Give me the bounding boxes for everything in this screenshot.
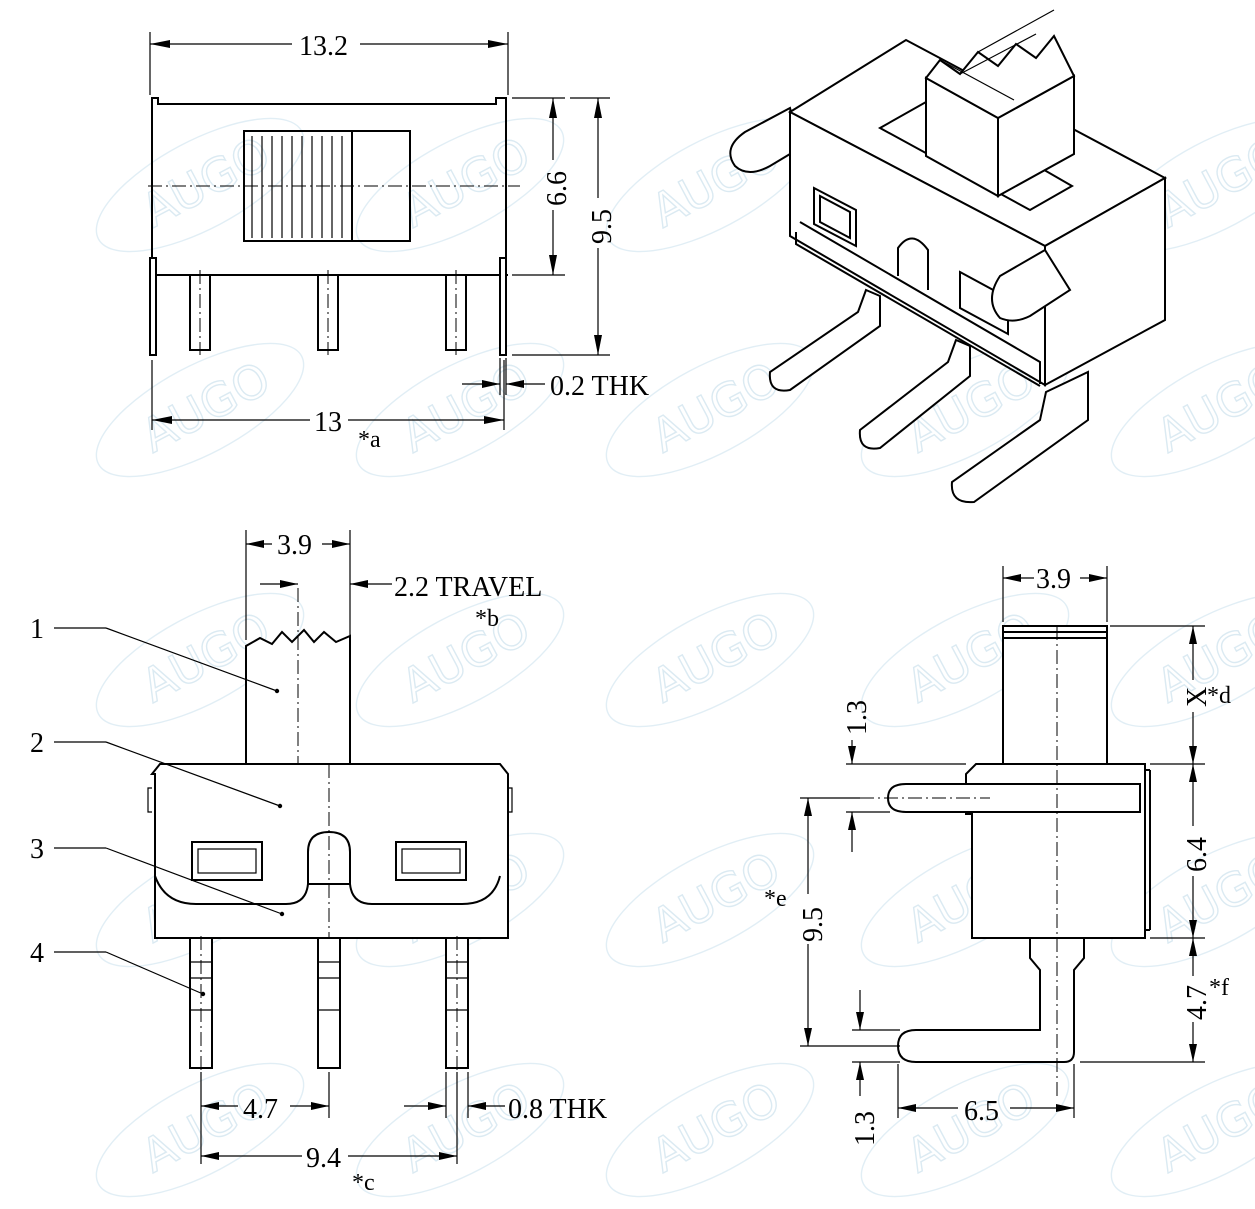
top-view-left-tab [149,257,157,356]
side-pin [896,937,1085,1063]
dim-side-tab-span-9-5: 9.5 *e [764,797,900,1047]
dim-label: 3.9 [277,530,312,561]
top-view: 13.2 6.6 9.5 [148,31,649,453]
front-body [149,763,509,939]
dim-label: 6.6 [542,171,573,206]
isometric-view [729,9,1168,504]
iso-pin-left-tab [729,106,802,173]
front-body-inner-edge [154,852,501,905]
dim-front-actuator-3-9: 3.9 [245,530,351,640]
dim-note: *d [1207,683,1231,709]
dim-side-actuator-3-9: 3.9 [1002,564,1108,622]
dim-label: 4.7 [1182,985,1213,1020]
dim-label: 9.4 [306,1143,341,1174]
callout-label: 3 [30,834,44,865]
dim-top-total-height-9-5: 9.5 [512,97,618,356]
dim-top-body-width-13: 13 *a [151,360,505,453]
iso-tab-right [991,248,1072,322]
dim-side-body-height-6-4: 6.4 [1150,764,1213,939]
dim-label: X [1182,687,1213,707]
iso-pin-2 [858,338,971,450]
side-actuator [1002,625,1108,765]
dim-top-thickness: 0.2 THK [462,358,649,402]
dim-label: 6.5 [964,1096,999,1127]
dim-front-pitch-4-7: 4.7 [200,1072,330,1164]
dim-label: 1.3 [842,700,873,735]
callout-label: 1 [30,614,44,645]
iso-pin-1 [768,288,881,392]
dim-front-travel: 2.2 TRAVEL *b [260,572,542,632]
dim-side-pin-depth-4-7: 4.7 *f [1080,938,1229,1063]
dim-side-tab-offset-1-3: 1.3 [842,700,966,852]
front-pin [445,936,469,1072]
callout-4: 4 [30,938,206,997]
watermark-text: AUGO [393,351,539,463]
watermark-text: AUGO [133,351,279,463]
iso-right-face [1044,176,1166,387]
dim-side-actuator-height-x: X *d [1110,625,1231,765]
front-pin [317,937,341,1069]
watermark-text: AUGO [133,126,279,238]
dim-top-width-13-2: 13.2 [149,31,509,95]
dim-label: 3.9 [1036,564,1071,595]
callout-label: 4 [30,938,44,969]
iso-window-left [813,186,857,248]
iso-center-notch [897,237,929,290]
dim-note: *a [358,427,381,453]
watermark-text: AUGO [393,126,539,238]
watermark-text: AUGO [643,601,789,713]
top-view-body-outline [151,97,507,275]
front-window-right [395,841,467,881]
watermark-text: AUGO [133,1071,279,1183]
dim-top-body-height-6-6: 6.6 [512,97,573,276]
dim-label: 9.5 [798,907,829,942]
watermark-text: AUGO [393,1071,539,1183]
front-view: 3.9 2.2 TRAVEL *b 1 2 3 [30,530,607,1196]
dim-note: *f [1209,975,1229,1001]
dim-label: 0.2 THK [550,371,649,402]
top-view-slider-knob [243,131,353,241]
watermark-text: AUGO [643,1071,789,1183]
dim-note: *e [764,886,787,912]
iso-pin-3 [950,370,1089,504]
callout-3: 3 [30,834,285,917]
front-pin [189,936,213,1072]
iso-window-right [959,270,1009,336]
dim-note: *c [352,1170,375,1196]
dim-front-pin-span-9-4: 9.4 *c [201,1072,458,1196]
dim-label: 2.2 TRAVEL [394,572,542,603]
dim-label: 6.4 [1182,837,1213,872]
callout-1: 1 [30,614,280,694]
dim-side-pin-offset-1-3: 1.3 [850,990,900,1146]
dim-label: 0.8 THK [508,1094,607,1125]
callout-2: 2 [30,728,283,809]
dim-label: 1.3 [850,1111,881,1146]
dim-label: 4.7 [243,1094,278,1125]
front-window-left [191,841,263,881]
side-view: 3.9 X *d 6.4 4.7 [764,564,1231,1146]
dim-side-pin-length-6-5: 6.5 [897,1064,1075,1127]
watermark-text: AUGO [393,601,539,713]
side-tab [886,783,1141,813]
top-view-right-tab [499,257,507,356]
watermark-text: AUGO [643,351,789,463]
callout-label: 2 [30,728,44,759]
dim-label: 13.2 [299,31,348,62]
dim-front-pin-thickness: 0.8 THK [404,1072,607,1125]
dim-label: 9.5 [587,209,618,244]
dim-label: 13 [314,407,342,438]
dim-note: *b [475,606,499,632]
